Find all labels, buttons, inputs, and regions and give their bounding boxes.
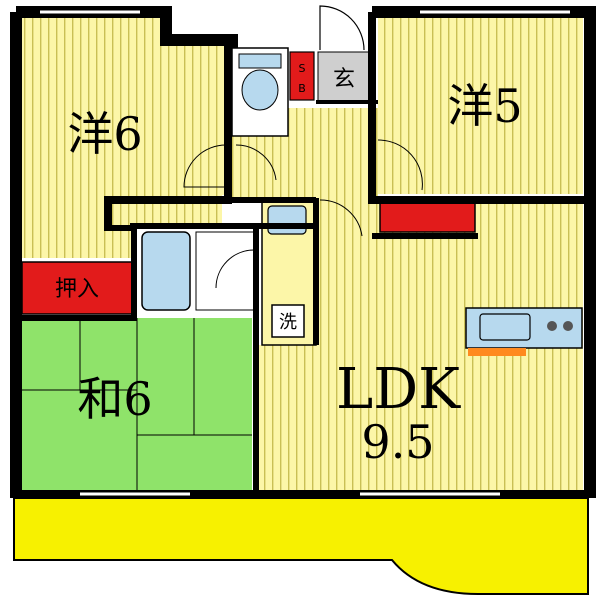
kitchen-sink — [479, 313, 531, 341]
entrance-door-arc — [319, 5, 365, 51]
hallway-lower — [316, 198, 378, 243]
kitchen-strip — [468, 348, 526, 356]
toilet-tank — [238, 53, 282, 69]
storage-right — [379, 201, 476, 233]
windows — [40, 10, 570, 496]
closet — [21, 261, 133, 315]
stove-burner-left — [547, 321, 557, 331]
bath-floor — [195, 231, 255, 311]
laundry-label: 洗 — [279, 312, 297, 333]
entrance-label: 玄 — [333, 67, 355, 92]
western-room-left-label: 洋6 — [67, 107, 142, 161]
western-room-right — [378, 18, 583, 194]
bathtub — [141, 231, 191, 311]
shoe-box-label-bottom: B — [298, 82, 306, 95]
balcony — [13, 497, 589, 595]
wash-basin — [267, 205, 307, 235]
door-arc-right-room — [377, 139, 423, 191]
shoe-box-label-top: S — [299, 62, 306, 75]
stove-burner-right — [563, 321, 573, 331]
toilet-bowl — [241, 69, 279, 111]
closet-label: 押入 — [55, 277, 99, 302]
ldk-size-label: 9.5 — [361, 415, 434, 469]
japanese-room — [22, 318, 252, 493]
japanese-room-label: 和6 — [77, 372, 152, 426]
ldk-label: LDK — [336, 357, 461, 422]
laundry-box — [271, 304, 305, 338]
shoe-box — [289, 51, 315, 101]
entrance — [317, 51, 371, 103]
door-arc-hall — [235, 144, 277, 181]
door-arc-ldk — [319, 199, 363, 237]
western-room-right-label: 洋5 — [447, 79, 522, 133]
bath-door-arc — [215, 249, 255, 289]
ldk-room — [258, 198, 583, 498]
door-arc-left-room — [183, 144, 227, 188]
